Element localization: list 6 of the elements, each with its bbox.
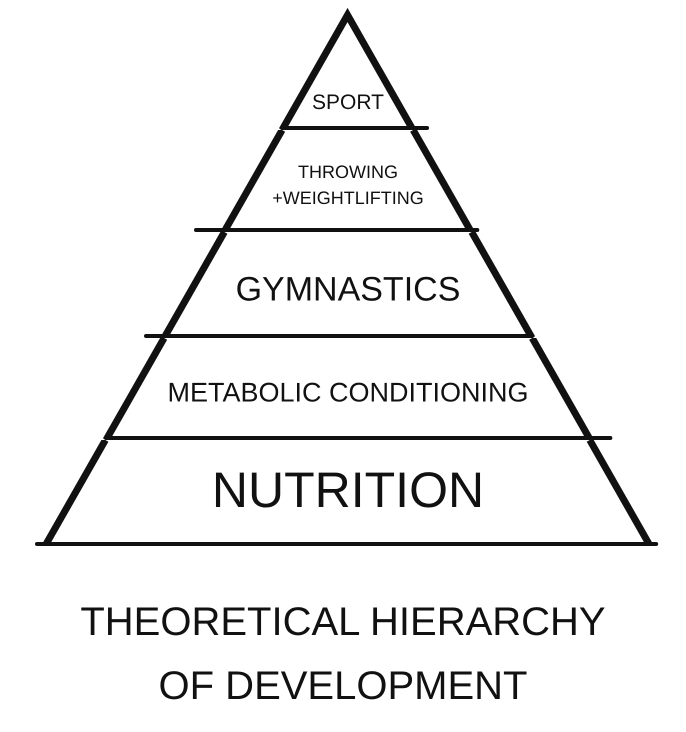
tier-label: SPORT [312,90,384,114]
tier-label: NUTRITION [212,462,484,518]
diagram-caption: THEORETICAL HIERARCHY OF DEVELOPMENT [80,600,606,708]
tier-label: THROWING +WEIGHTLIFTING [272,162,424,208]
tier-label: GYMNASTICS [236,270,460,308]
tier-label: METABOLIC CONDITIONING [167,377,528,408]
